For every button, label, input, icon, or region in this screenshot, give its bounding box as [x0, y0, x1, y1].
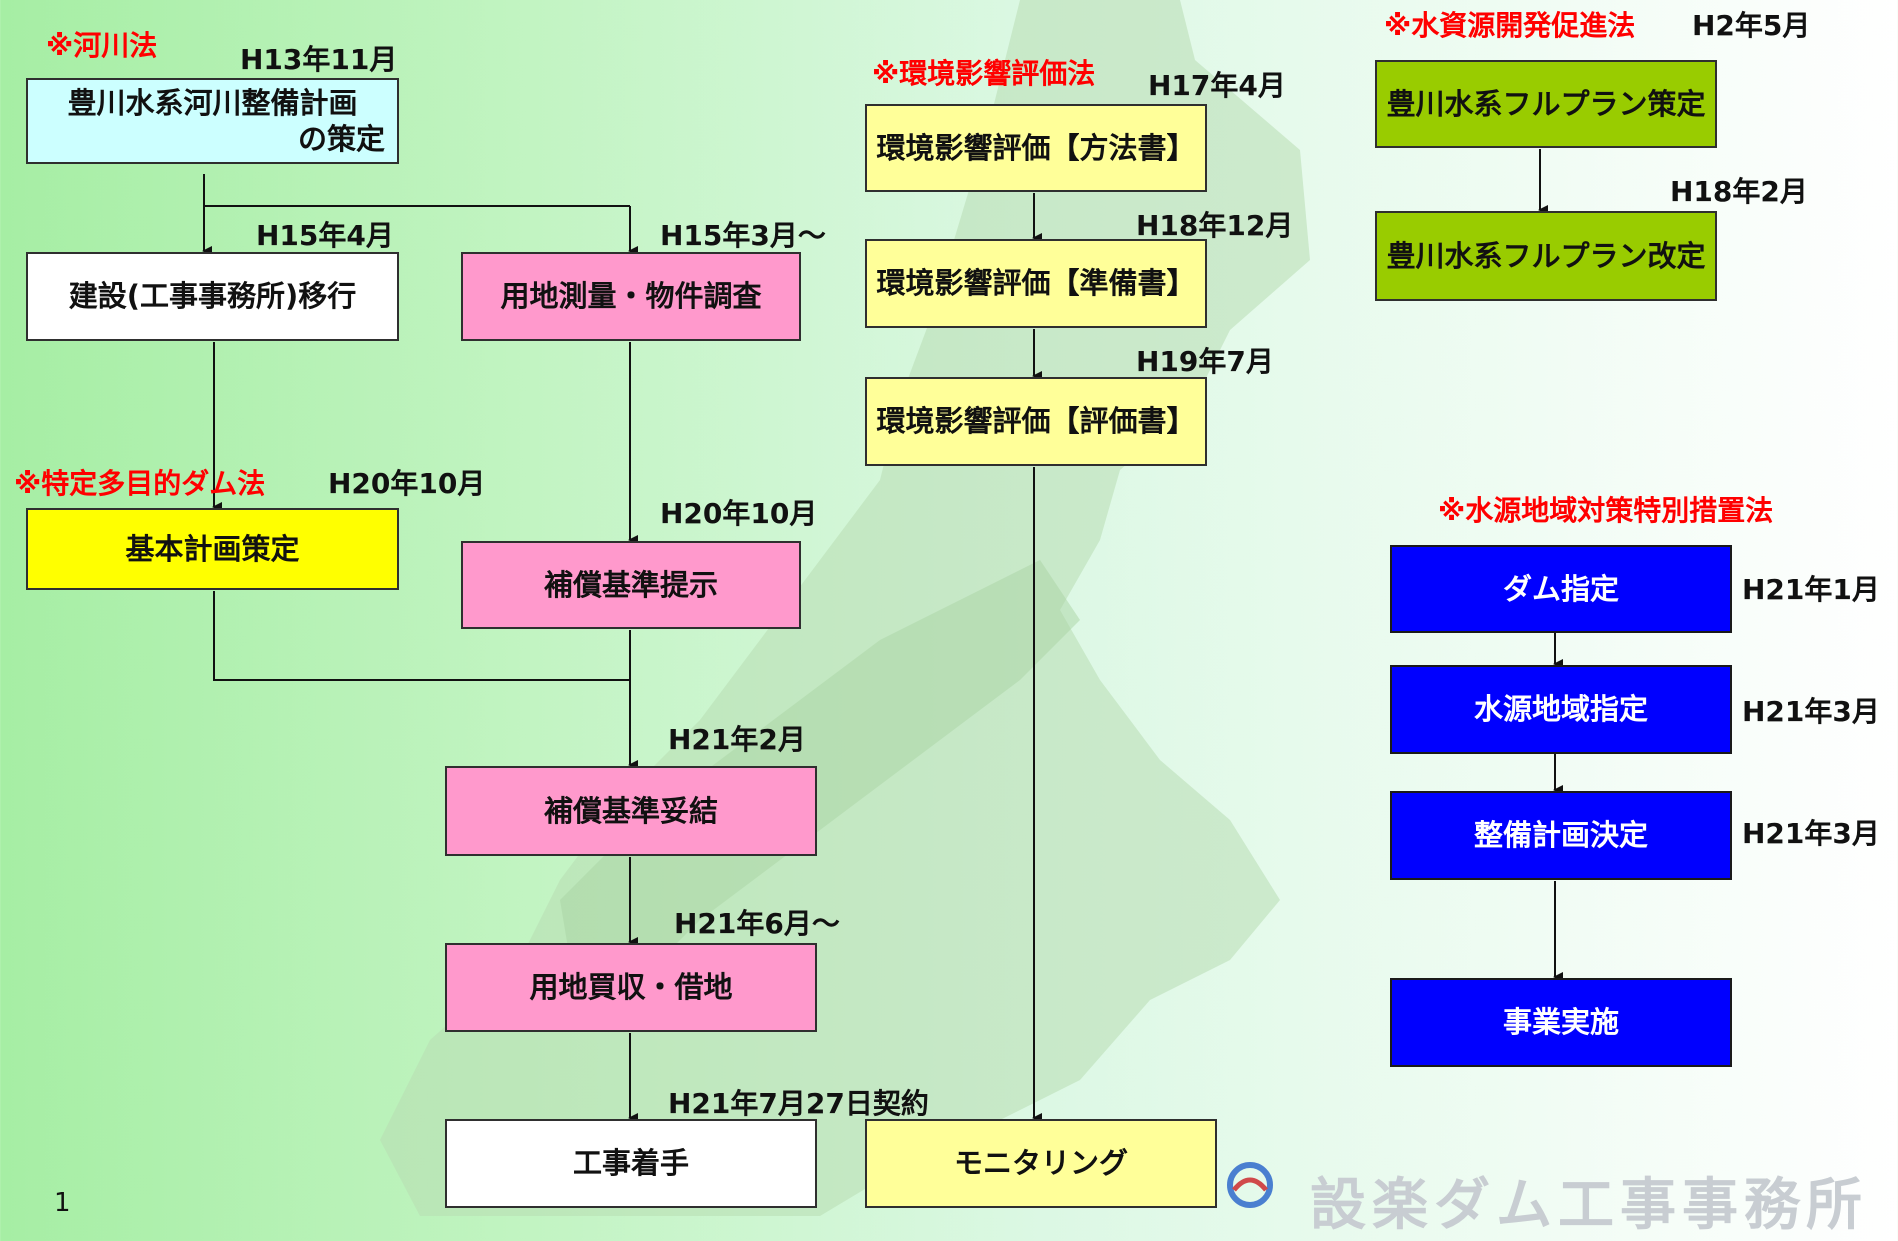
box-full-plan: 豊川水系フルプラン策定 [1375, 60, 1717, 148]
date-label-h21-7-27: H21年7月27日契約 [668, 1087, 929, 1120]
date-label-h20-10-a: H20年10月 [328, 467, 486, 500]
law-label-river: ※河川法 [46, 29, 158, 62]
box-river-plan: 豊川水系河川整備計画 の策定 [26, 78, 399, 164]
law-label-multipurpose-dam: ※特定多目的ダム法 [14, 467, 266, 500]
date-label-h15-3: H15年3月～ [660, 219, 826, 252]
box-env-eval: 環境影響評価【評価書】 [865, 377, 1207, 466]
box-monitoring: モニタリング [865, 1119, 1217, 1208]
box-env-prep: 環境影響評価【準備書】 [865, 239, 1207, 328]
date-label-h18-12: H18年12月 [1136, 209, 1294, 242]
office-logo-text: 設楽ダム工事事務所 [1310, 1173, 1868, 1238]
date-label-h21-6: H21年6月～ [674, 907, 840, 940]
box-dam-designation: ダム指定 [1390, 545, 1732, 633]
law-label-water-resources: ※水資源開発促進法 [1384, 9, 1636, 42]
date-label-h19-7: H19年7月 [1136, 345, 1274, 378]
date-label-h13-11: H13年11月 [240, 43, 398, 76]
date-label-h20-10-b: H20年10月 [660, 497, 818, 530]
box-construction-start: 工事着手 [445, 1119, 817, 1208]
date-label-h17-4: H17年4月 [1148, 69, 1286, 102]
box-construction-transfer: 建設(工事事務所)移行 [26, 252, 399, 341]
box-river-plan-line2: の策定 [297, 122, 385, 156]
box-basic-plan: 基本計画策定 [26, 508, 399, 590]
law-label-environment: ※環境影響評価法 [872, 57, 1096, 90]
date-label-h21-3-a: H21年3月 [1742, 695, 1880, 728]
box-water-area-designation: 水源地域指定 [1390, 665, 1732, 754]
date-label-h18-2: H18年2月 [1670, 175, 1808, 208]
box-compensation-agree: 補償基準妥結 [445, 766, 817, 856]
box-land-survey: 用地測量・物件調査 [461, 252, 801, 341]
box-river-plan-line1: 豊川水系河川整備計画 [67, 85, 358, 120]
box-env-method: 環境影響評価【方法書】 [865, 104, 1207, 192]
date-label-h2-5: H2年5月 [1692, 9, 1811, 42]
page-number: 1 [54, 1188, 71, 1218]
box-land-purchase: 用地買収・借地 [445, 943, 817, 1032]
box-project-implementation: 事業実施 [1390, 978, 1732, 1067]
date-label-h15-4: H15年4月 [256, 219, 394, 252]
date-label-h21-3-b: H21年3月 [1742, 817, 1880, 850]
box-development-plan: 整備計画決定 [1390, 791, 1732, 880]
box-compensation-present: 補償基準提示 [461, 541, 801, 629]
date-label-h21-1: H21年1月 [1742, 573, 1880, 606]
box-full-plan-revise: 豊川水系フルプラン改定 [1375, 211, 1717, 301]
office-logo-icon [1227, 1162, 1273, 1208]
law-label-water-source: ※水源地域対策特別措置法 [1438, 494, 1774, 527]
date-label-h21-2: H21年2月 [668, 723, 806, 756]
